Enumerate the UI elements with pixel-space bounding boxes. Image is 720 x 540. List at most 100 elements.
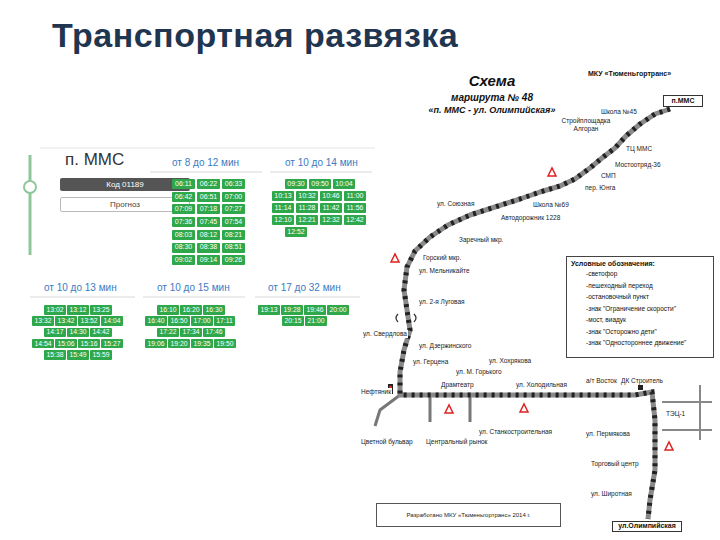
time-cell-text: 07:18 [200, 205, 218, 213]
time-cell: 06:11 [172, 179, 195, 189]
time-cell-text: 17:11 [216, 317, 233, 325]
children-sign [665, 442, 673, 450]
time-cell: 15:16 [78, 339, 100, 349]
time-cell: 08:12 [197, 230, 220, 240]
children-sign [445, 405, 453, 413]
time-cell: 17:00 [191, 316, 213, 326]
time-cell: 19:28 [281, 305, 303, 315]
stop-label: СМП [600, 172, 617, 180]
time-cell: 16:10 [157, 305, 179, 315]
time-cell: 12:32 [320, 215, 342, 225]
time-cell-text: 16:20 [182, 306, 199, 314]
time-cell: 06:22 [197, 179, 220, 189]
time-cell-text: 19:28 [283, 306, 300, 314]
time-cell-text: 11:00 [347, 192, 364, 200]
time-cell-text: 17:00 [193, 317, 210, 325]
time-cell-text: 06:42 [175, 193, 193, 201]
time-cell: 16:50 [168, 316, 190, 326]
interval-header: от 17 до 32 мин [268, 282, 341, 294]
time-cell: 20:15 [282, 316, 304, 326]
time-cell: 08:21 [222, 230, 245, 240]
children-sign [520, 404, 528, 412]
time-cell-text: 14:17 [46, 328, 63, 336]
side-street [375, 395, 470, 426]
time-cell-text: 13:52 [80, 317, 97, 325]
time-cell-text: 12:21 [298, 216, 316, 224]
time-cell-text: 16:50 [170, 317, 187, 325]
time-cell: 15:06 [55, 339, 77, 349]
time-cell-text: 09:50 [311, 180, 329, 188]
time-cell-text: 16:40 [147, 317, 164, 325]
stop-label: Драмтеатр [440, 381, 475, 389]
time-cell: 11:14 [272, 203, 294, 213]
time-cell-text: 09:30 [287, 180, 305, 188]
time-cell: 06:33 [222, 179, 245, 189]
time-cell: 13:25 [90, 305, 112, 315]
time-cell: 15:38 [44, 350, 66, 360]
time-cell: 07:18 [197, 204, 220, 214]
time-cell-text: 11:56 [347, 204, 364, 212]
interval-header: от 8 до 12 мин [172, 157, 239, 169]
time-cell: 08:38 [197, 243, 220, 253]
time-cell: 20:00 [327, 305, 349, 315]
time-cell: 15:49 [67, 350, 89, 360]
time-cell-text: 15:59 [92, 351, 109, 359]
interval-header: от 10 до 14 мин [285, 157, 358, 169]
time-cell-text: 07:54 [225, 218, 243, 226]
time-cell-text: 12:42 [346, 216, 364, 224]
header-rule [255, 297, 360, 298]
time-cell-text: 13:32 [34, 317, 51, 325]
stop-dot [24, 181, 36, 193]
header-rule [150, 172, 262, 173]
scheme-title: Схема [469, 72, 516, 90]
time-cell-text: 13:02 [46, 306, 63, 314]
time-cell: 13:32 [32, 316, 54, 326]
time-cell-text: 09:02 [175, 256, 193, 264]
time-cell-text: 15:49 [69, 351, 86, 359]
time-cell: 12:42 [344, 215, 366, 225]
time-cell: 12:21 [296, 215, 318, 225]
stop-label: ул. Холодильная [515, 381, 568, 389]
time-cell: 09:14 [197, 255, 220, 265]
time-cell-text: 12:10 [274, 216, 292, 224]
stop-label: Школа №69 [532, 201, 570, 209]
legend-text: -пешеходный переход [586, 282, 653, 290]
stop-label: ул. Хохрякова [488, 357, 532, 365]
interval-header: от 10 до 13 мин [44, 282, 117, 294]
time-cell-text: 08:51 [225, 243, 243, 251]
legend-text: -знак "Осторожно дети" [586, 328, 657, 336]
time-cell: 11:56 [344, 203, 366, 213]
stop-label: ДК Строитель [620, 377, 664, 385]
time-cell-text: 13:12 [69, 306, 86, 314]
time-cell: 07:36 [172, 217, 195, 227]
time-cell: 21:00 [305, 316, 327, 326]
time-cell: 19:35 [191, 339, 213, 349]
stop-label: ул. Станкостроительная [478, 428, 553, 436]
info-box-text: Разработано МКУ «Тюменьгортранс» 2014 г. [406, 512, 530, 519]
time-cell: 11:28 [296, 203, 318, 213]
time-cell: 13:02 [44, 305, 66, 315]
slide-title: Транспортная развязка [52, 16, 458, 55]
time-cell: 07:27 [222, 204, 245, 214]
time-cell-text: 12:52 [287, 228, 305, 236]
time-cell-text: 08:30 [175, 243, 193, 251]
terminal-stop-box-text: п.ММС [672, 97, 695, 105]
forecast-button: Прогноз [60, 197, 190, 212]
stop-label: пер. Юнга [584, 184, 616, 192]
stop-label: ул. Пермякова [585, 430, 631, 438]
header-rule [30, 297, 135, 298]
time-cell: 15:59 [90, 350, 112, 360]
time-cell: 19:06 [145, 339, 167, 349]
legend-text: -знак "Ограничение скорости" [586, 305, 676, 313]
time-cell: 08:51 [222, 243, 245, 253]
time-cell-text: 20:00 [329, 306, 346, 314]
terminal-stop-box: ул.Олимпийская [612, 521, 682, 532]
time-cell-text: 09:14 [200, 256, 218, 264]
time-cell-text: 08:38 [200, 243, 218, 251]
time-cell-text: 14:42 [92, 328, 109, 336]
time-cell: 19:46 [304, 305, 326, 315]
time-cell: 10:46 [320, 191, 342, 201]
children-sign [391, 254, 399, 262]
time-cell-text: 19:46 [306, 306, 323, 314]
stop-label: ул. М. Горького [455, 368, 503, 376]
